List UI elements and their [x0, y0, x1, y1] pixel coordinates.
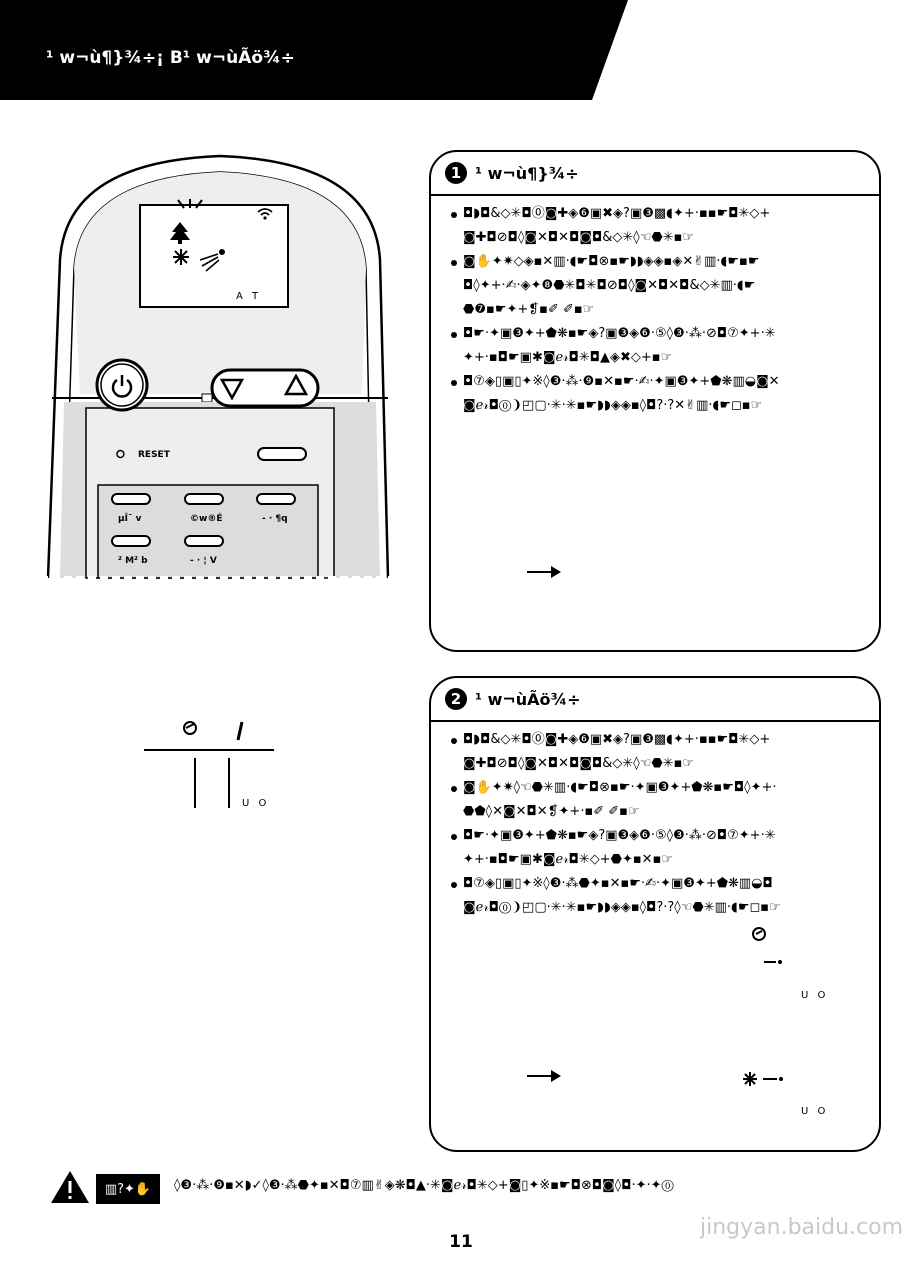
- header-title: ¹ w¬ù¶}¾÷¡ B¹ w¬ùÃö¾÷: [46, 48, 295, 68]
- temp-up-icon[interactable]: [284, 374, 308, 396]
- snowflake-icon: [173, 249, 189, 265]
- button-label-row1-1: µÎ¯ v: [118, 514, 142, 524]
- timer-unit-label: U O: [242, 798, 270, 809]
- section-2-title: 2 ¹ w¬ùÃö¾÷: [445, 688, 581, 710]
- bullet-dot: [451, 738, 457, 744]
- reset-icon: ⭘: [116, 448, 125, 461]
- bullet-dot: [451, 212, 457, 218]
- tree-icon: [170, 222, 190, 244]
- bullet-line: ◘⑦◈▯▣▯✦※◊❸·⁂·❾▪✕▪☛·✍·✦▣❸✦+⬟❋▥◒◙✕: [463, 374, 780, 389]
- section-1-title-rule: [431, 194, 879, 196]
- section-1-title: 1 ¹ w¬ù¶}¾÷: [445, 162, 579, 184]
- section-1-title-text: ¹ w¬ù¶}¾÷: [475, 163, 579, 183]
- section-2-title-rule: [431, 720, 879, 722]
- button-label-row2-2: - · ¦ V: [190, 556, 217, 566]
- button-label-row1-2: ©w®É: [190, 514, 223, 524]
- section-1-bullet-2: ◙✋✦✷◇◈▪✕▥·◖☛◘⊗▪☛◗◗◈◈▪◈✕✌▥·◖☛▪☛ ◘◊✦+·✍·◈✦…: [451, 250, 879, 322]
- arrow-icon: [527, 566, 561, 578]
- dash-dot-icon: [764, 960, 782, 964]
- bullet-line: ✦+·▪◘☛▣✱◙ℯ𝓇◘✳◇+⬣✦▪✕▪☞: [463, 852, 674, 867]
- section-2-bullet-2: ◙✋✦✷◊☜⬣✳▥·◖☛◘⊗▪☛·✦▣❸✦+⬟❋▪☛◘◊✦+· ⬣⬟◊✕◙✕◘✕…: [451, 776, 879, 824]
- section-2-number: 2: [445, 688, 467, 710]
- section-2-bullets: ◘◗◘&◇✳◘⓪◙✚◈❻▣✖◈?▣❸▩◖✦+·▪▪☛◘✳◇+ ◙✚◘⊘◘◊◙✕◘…: [451, 728, 879, 920]
- airflow-icon: [199, 249, 225, 272]
- bullet-line: ✦+·▪◘☛▣✱◙ℯ𝓇◘✳◘▲◈✖◇+▪☞: [463, 350, 673, 365]
- signal-icon: [257, 208, 273, 220]
- page-number: 11: [449, 1232, 473, 1252]
- bullet-line: ◘◊✦+·✍·◈✦❽⬣✳◘✳◘⊘◘◊◙✕◘✕◘&◇✳▥·◖☛: [463, 278, 756, 293]
- section-1-bullet-1: ◘◗◘&◇✳◘⓪◙✚◈❻▣✖◈?▣❸▩◖✦+·▪▪☛◘✳◇+ ◙✚◘⊘◘◊◙✕◘…: [451, 202, 879, 250]
- section-2-panel: 2 ¹ w¬ùÃö¾÷ ◘◗◘&◇✳◘⓪◙✚◈❻▣✖◈?▣❸▩◖✦+·▪▪☛◘✳…: [429, 676, 881, 1152]
- section-2-bullet-1: ◘◗◘&◇✳◘⓪◙✚◈❻▣✖◈?▣❸▩◖✦+·▪▪☛◘✳◇+ ◙✚◘⊘◘◊◙✕◘…: [451, 728, 879, 776]
- section-2-bullet-3: ◘☛·✦▣❸✦+⬟❋▪☛◈?▣❸◈❻·⑤◊❸·⁂·⊘◘⑦✦+·✳ ✦+·▪◘☛▣…: [451, 824, 879, 872]
- button-label-row2-1: ² M² b: [118, 556, 148, 566]
- watermark: jingyan.baidu.com: [700, 1215, 904, 1240]
- bullet-line: ◘◗◘&◇✳◘⓪◙✚◈❻▣✖◈?▣❸▩◖✦+·▪▪☛◘✳◇+: [463, 206, 771, 221]
- bullet-dot: [451, 380, 457, 386]
- bullet-line: ⬣⬟◊✕◙✕◘✕❡✦+·▪✐ ✐▪☞: [463, 804, 640, 819]
- bullet-line: ◙✚◘⊘◘◊◙✕◘✕◘◙◘&◇✳◊☜⬣✳▪☞: [463, 756, 695, 771]
- bullet-dot: [451, 882, 457, 888]
- bullet-dot: [451, 260, 457, 266]
- warning-label: ▥?✦✋: [96, 1174, 160, 1204]
- section-2-unit-label-1: U O: [801, 990, 829, 1001]
- section-1-panel: 1 ¹ w¬ù¶}¾÷ ◘◗◘&◇✳◘⓪◙✚◈❻▣✖◈?▣❸▩◖✦+·▪▪☛◘✳…: [429, 150, 881, 652]
- section-2-bullet-4: ◘⑦◈▯▣▯✦※◊❸·⁂⬣✦▪✕▪☛·✍·✦▣❸✦+⬟❋▥◒◘ ◙ℯ𝓇◘⓪❩◰▢…: [451, 872, 879, 920]
- snowflake-dash-icon: [743, 1072, 783, 1086]
- bullet-line: ◙✋✦✷◊☜⬣✳▥·◖☛◘⊗▪☛·✦▣❸✦+⬟❋▪☛◘◊✦+·: [463, 780, 777, 795]
- bullet-line: ◙ℯ𝓇◘⓪❩◰▢·✳·✳▪☛◗◗◈◈▪◊◘?·?✕✌▥·◖☛◻▪☞: [463, 398, 763, 413]
- button-label-row1-3: - · ¶q: [262, 514, 288, 524]
- section-1-bullets: ◘◗◘&◇✳◘⓪◙✚◈❻▣✖◈?▣❸▩◖✦+·▪▪☛◘✳◇+ ◙✚◘⊘◘◊◙✕◘…: [451, 202, 879, 418]
- section-1-bullet-3: ◘☛·✦▣❸✦+⬟❋▪☛◈?▣❸◈❻·⑤◊❸·⁂·⊘◘⑦✦+·✳ ✦+·▪◘☛▣…: [451, 322, 879, 370]
- section-1-number: 1: [445, 162, 467, 184]
- display-mode-text: A T: [236, 291, 262, 302]
- reset-label: RESET: [138, 450, 170, 460]
- bullet-dot: [451, 332, 457, 338]
- timer-diagram: [144, 721, 274, 808]
- fan-indicator-icon: [177, 199, 203, 209]
- bullet-line: ◘☛·✦▣❸✦+⬟❋▪☛◈?▣❸◈❻·⑤◊❸·⁂·⊘◘⑦✦+·✳: [463, 828, 776, 843]
- bullet-line: ◙✋✦✷◇◈▪✕▥·◖☛◘⊗▪☛◗◗◈◈▪◈✕✌▥·◖☛▪☛: [463, 254, 760, 269]
- remote-control-illustration: [40, 154, 400, 580]
- bullet-line: ⬣❼▪☛✦+❡▪✐ ✐▪☞: [463, 302, 595, 317]
- bullet-dot: [451, 834, 457, 840]
- warning-text: ◊❸·⁂·❾▪✕◗✓◊❸·⁂⬣✦▪✕◘⑦▥✌◈❋◘▲·✳◙ℯ𝓇◘✳◇+◙▯✦※▪…: [174, 1178, 674, 1193]
- power-icon[interactable]: [110, 373, 134, 399]
- warning-icon: [51, 1171, 89, 1203]
- bullet-line: ◙ℯ𝓇◘⓪❩◰▢·✳·✳▪☛◗◗◈◈▪◊◘?·?◊☜⬣✳▥·◖☛◻▪☞: [463, 900, 781, 915]
- bullet-line: ◙✚◘⊘◘◊◙✕◘✕◘◙◘&◇✳◊☜⬣✳▪☞: [463, 230, 695, 245]
- section-2-unit-label-2: U O: [801, 1106, 829, 1117]
- section-1-bullet-4: ◘⑦◈▯▣▯✦※◊❸·⁂·❾▪✕▪☛·✍·✦▣❸✦+⬟❋▥◒◙✕ ◙ℯ𝓇◘⓪❩◰…: [451, 370, 879, 418]
- header-band: [0, 0, 628, 100]
- temp-down-icon[interactable]: [220, 378, 244, 400]
- arrow-icon: [527, 1070, 561, 1082]
- timer-clock-icon: [752, 927, 766, 941]
- bullet-dot: [451, 786, 457, 792]
- section-2-title-text: ¹ w¬ùÃö¾÷: [475, 689, 581, 709]
- bullet-line: ◘⑦◈▯▣▯✦※◊❸·⁂⬣✦▪✕▪☛·✍·✦▣❸✦+⬟❋▥◒◘: [463, 876, 773, 891]
- bullet-line: ◘☛·✦▣❸✦+⬟❋▪☛◈?▣❸◈❻·⑤◊❸·⁂·⊘◘⑦✦+·✳: [463, 326, 776, 341]
- bullet-line: ◘◗◘&◇✳◘⓪◙✚◈❻▣✖◈?▣❸▩◖✦+·▪▪☛◘✳◇+: [463, 732, 771, 747]
